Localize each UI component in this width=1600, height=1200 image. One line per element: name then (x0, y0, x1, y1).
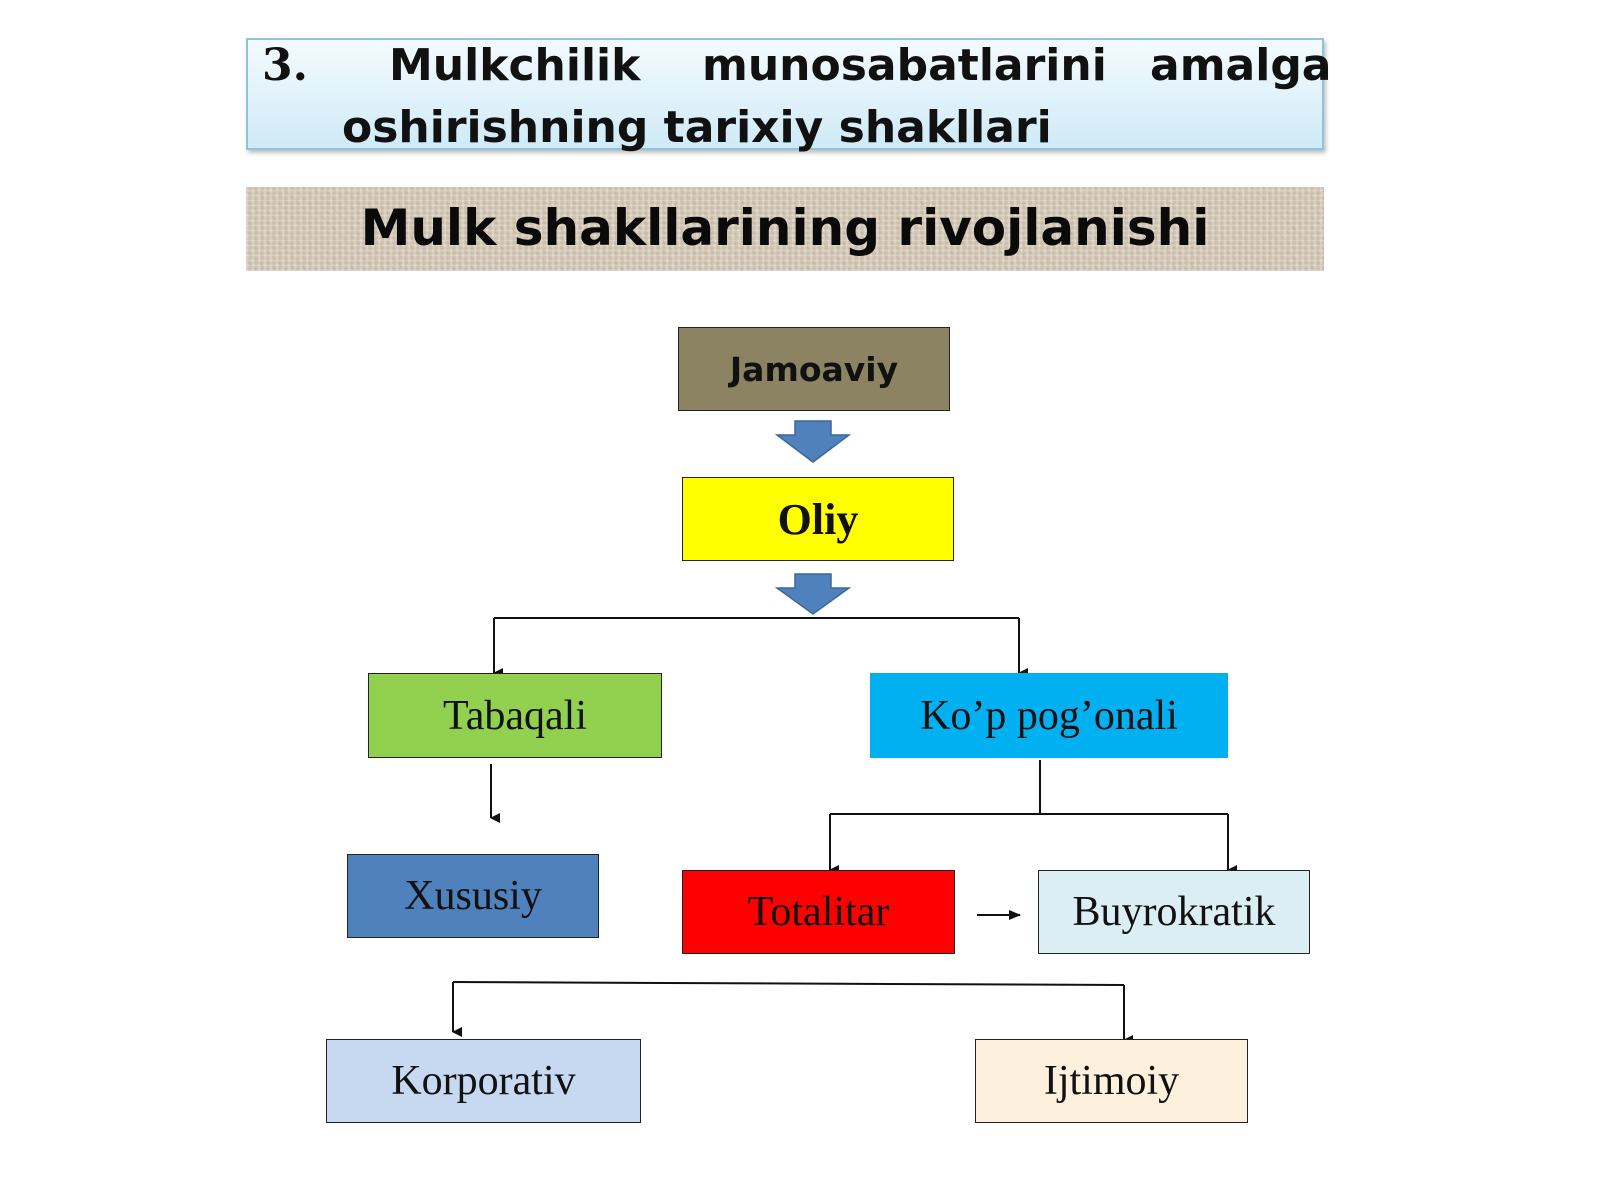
node-oliy: Oliy (682, 477, 954, 561)
title-box (246, 38, 1324, 150)
node-jamoaviy-label: Jamoaviy (729, 349, 899, 389)
node-totalitar: Totalitar (682, 870, 955, 954)
node-ijtimoiy-label: Ijtimoiy (1043, 1058, 1180, 1104)
node-totalitar-label: Totalitar (747, 889, 890, 935)
node-korporativ-label: Korporativ (391, 1058, 576, 1104)
node-buyrokratik-label: Buyrokratik (1072, 889, 1276, 935)
node-tabaqali-label: Tabaqali (443, 692, 587, 739)
title-number: 3. (262, 40, 308, 91)
connector-oliy-split (493, 617, 1028, 678)
node-xususiy: Xususiy (347, 854, 599, 938)
node-kop-pogonali: Ko’p pog’onali (870, 673, 1228, 758)
title-word-2: munosabatlarini (702, 40, 1107, 91)
node-buyrokratik: Buyrokratik (1038, 870, 1310, 954)
node-kop-pogonali-label: Ko’p pog’onali (920, 692, 1178, 739)
subtitle-text: Mulk shakllarining rivojlanishi (360, 199, 1210, 257)
node-korporativ: Korporativ (326, 1039, 641, 1123)
connector-kop-split (829, 760, 1237, 875)
node-tabaqali: Tabaqali (368, 673, 662, 758)
title-line-2: oshirishning tarixiy shakllari (342, 102, 1052, 153)
node-ijtimoiy: Ijtimoiy (975, 1039, 1248, 1123)
subtitle-banner: Mulk shakllarining rivojlanishi (246, 187, 1324, 271)
title-word-3: amalga (1150, 40, 1332, 91)
node-xususiy-label: Xususiy (404, 873, 542, 919)
connector-bottom-split (452, 981, 1133, 1045)
title-word-1: Mulkchilik (389, 40, 641, 91)
node-jamoaviy: Jamoaviy (678, 327, 950, 411)
block-arrow-1 (774, 420, 852, 463)
block-arrow-2 (774, 573, 852, 615)
node-oliy-label: Oliy (777, 494, 859, 544)
